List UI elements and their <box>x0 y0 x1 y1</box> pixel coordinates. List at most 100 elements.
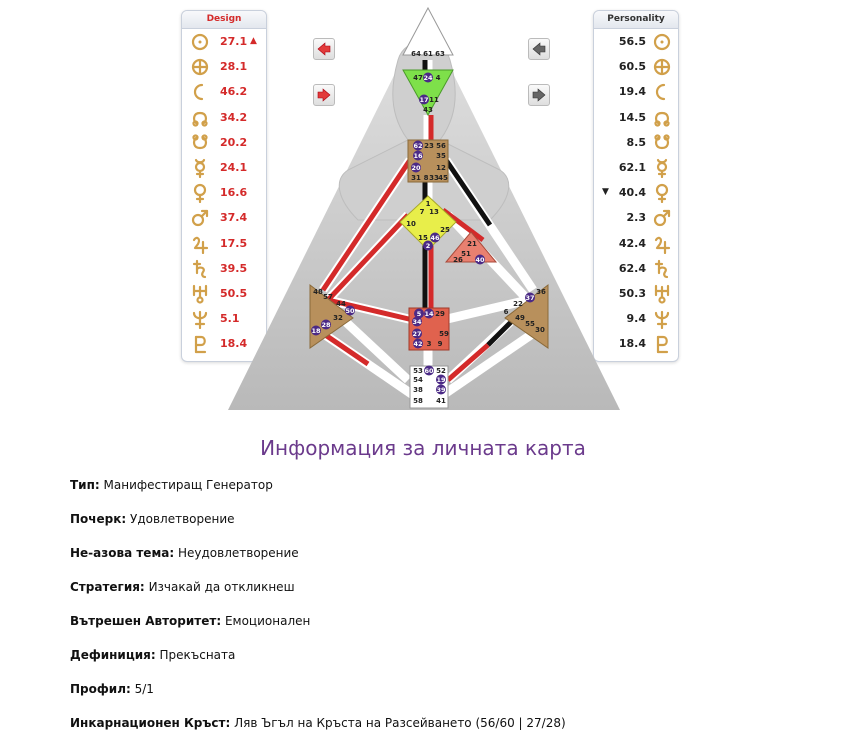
gate-number: 24 <box>423 74 433 82</box>
gate-marker <box>430 232 440 243</box>
gate-number: 41 <box>436 397 446 405</box>
mars-icon <box>653 210 671 227</box>
earth-icon <box>191 59 209 76</box>
personality-value: 40.4 <box>618 186 646 200</box>
gate-number: 20 <box>411 164 421 172</box>
gate-marker <box>424 308 434 319</box>
info-item: Почерк: Удовлетворение <box>70 512 235 526</box>
gate-number: 53 <box>413 367 423 375</box>
ego-center <box>444 231 498 263</box>
personality-row: 14.5 <box>594 106 678 131</box>
gate-number: 58 <box>413 397 423 405</box>
info-label: Стратегия: <box>70 580 145 594</box>
gate-marker <box>414 308 424 319</box>
design-value: 16.6 <box>220 186 248 200</box>
design-row: 18.4 <box>182 332 266 357</box>
gate-number: 56 <box>436 142 446 150</box>
gate-number: 7 <box>420 208 425 216</box>
south-node-icon <box>654 134 670 149</box>
gate-number: 29 <box>435 310 445 318</box>
personality-value: 60.5 <box>618 60 646 74</box>
personality-value: 56.5 <box>618 35 646 48</box>
design-value: 34.2 <box>220 110 248 124</box>
design-arrow-left-button[interactable] <box>313 38 335 60</box>
arrow-right-icon <box>532 88 546 102</box>
info-item: Не-азова тема: Неудовлетворение <box>70 546 299 560</box>
gate-number: 16 <box>413 152 423 160</box>
gate-number: 19 <box>436 376 446 384</box>
gate-number: 60 <box>424 367 434 375</box>
neptune-icon <box>654 311 670 330</box>
gate-marker <box>423 240 433 251</box>
saturn-icon <box>654 259 669 278</box>
design-value: 28.1 <box>220 60 248 74</box>
personality-row: 8.5 <box>594 131 678 156</box>
gate-marker <box>419 94 429 105</box>
gate-number: 15 <box>418 234 428 242</box>
gate-marker <box>412 328 422 339</box>
moon-icon <box>655 84 666 101</box>
design-panel-header: Design <box>182 11 266 29</box>
gate-number: 1 <box>426 200 431 208</box>
gate-number: 57 <box>323 293 333 301</box>
gate-number: 38 <box>413 386 423 394</box>
gate-number: 39 <box>436 386 446 394</box>
gate-number: 32 <box>333 314 343 322</box>
design-row: 27.1▲ <box>182 30 266 55</box>
gate-number: 26 <box>453 256 463 264</box>
design-value: 50.5 <box>220 287 248 300</box>
personality-row: 9.4 <box>594 307 678 332</box>
gate-number: 40 <box>475 256 485 264</box>
personality-row: 50.3 <box>594 282 678 307</box>
gate-number: 22 <box>513 300 523 308</box>
personality-value: 14.5 <box>618 110 646 124</box>
design-row: 24.1 <box>182 156 266 181</box>
info-value: Манифестиращ Генератор <box>103 478 273 492</box>
design-row: 28.1 <box>182 55 266 80</box>
personality-value: 8.5 <box>626 135 647 149</box>
personality-row: 56.5 <box>594 30 678 55</box>
design-row: 39.5 <box>182 257 266 282</box>
info-label: Профил: <box>70 682 131 696</box>
info-label: Инкарнационен Кръст: <box>70 716 231 730</box>
info-label: Тип: <box>70 478 100 492</box>
design-value: 27.1 <box>220 35 248 48</box>
design-arrow-right-button[interactable] <box>313 84 335 106</box>
info-value: Изчакай да откликнеш <box>148 580 295 594</box>
gate-number: 37 <box>525 294 534 302</box>
gate-number: 12 <box>436 164 446 172</box>
personality-row: 42.4 <box>594 232 678 257</box>
info-value: Ляв Ъгъл на Кръста на Разсейването (56/6… <box>234 716 566 730</box>
info-item: Стратегия: Изчакай да откликнеш <box>70 580 295 594</box>
gate-marker <box>311 325 321 336</box>
jupiter-icon <box>654 236 671 254</box>
gate-marker <box>436 374 446 385</box>
uranus-icon <box>654 284 670 304</box>
gate-number: 33 <box>429 174 439 182</box>
gate-marker <box>475 254 485 265</box>
personality-row: 60.5 <box>594 55 678 80</box>
moon-icon <box>193 84 204 101</box>
gate-number: 47 <box>413 74 423 82</box>
design-row: 50.5 <box>182 282 266 307</box>
info-item: Дефиниция: Прекъсната <box>70 648 235 662</box>
south-node-icon <box>192 134 208 149</box>
gate-number: 54 <box>413 376 423 384</box>
personality-arrow-left-button[interactable] <box>528 38 550 60</box>
gate-number: 8 <box>424 174 429 182</box>
mercury-icon <box>194 158 206 178</box>
gate-number: 43 <box>423 106 433 114</box>
gate-marker <box>424 365 434 376</box>
arrow-right-icon <box>317 88 331 102</box>
info-value: Прекъсната <box>159 648 236 662</box>
page-title: Информация за личната карта <box>260 436 586 460</box>
info-value: Неудовлетворение <box>177 546 299 560</box>
gate-number: 63 <box>435 50 445 58</box>
personality-row: 62.4 <box>594 257 678 282</box>
personality-value: 42.4 <box>618 236 646 250</box>
personality-arrow-right-button[interactable] <box>528 84 550 106</box>
gate-number: 44 <box>336 300 346 308</box>
gate-number: 4 <box>436 74 441 82</box>
